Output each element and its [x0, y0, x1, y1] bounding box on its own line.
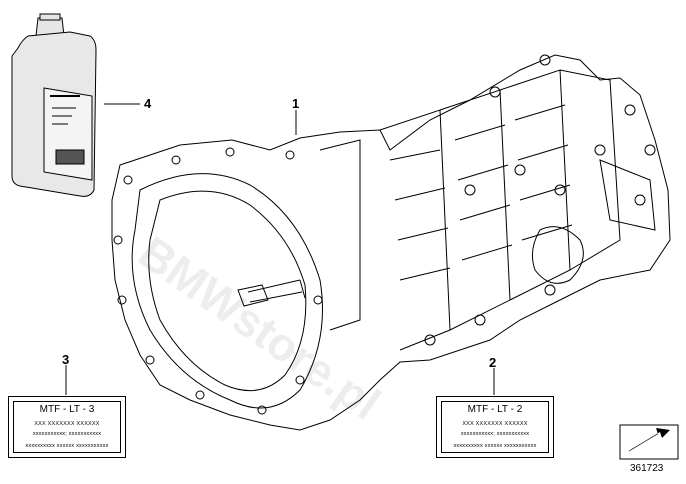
arrow-ref-icon	[619, 424, 679, 460]
transmission-drawing	[111, 54, 671, 431]
label-mtf-lt-3: MTF - LT - 3 XXX XXXXXXX XXXXXX xxxxxxxx…	[8, 396, 126, 458]
label-line-3: xxxxxxxxxx xxxxxx xxxxxxxxxxx	[25, 443, 109, 449]
label-title: MTF - LT - 2	[467, 404, 523, 415]
callout-number-1: 1	[292, 96, 300, 111]
callout-number-2: 2	[489, 355, 497, 370]
label-inner-border	[441, 401, 549, 453]
label-line-2: xxxxxxxxxxx; xxxxxxxxxxx	[460, 431, 530, 437]
label-line-1: XXX XXXXXXX XXXXXX	[34, 421, 100, 427]
label-line-2: xxxxxxxxxxx; xxxxxxxxxxx	[32, 431, 102, 437]
callout-number-4: 4	[144, 96, 152, 111]
label-line-1: XXX XXXXXXX XXXXXX	[462, 421, 528, 427]
label-line-3: xxxxxxxxxx xxxxxx xxxxxxxxxxx	[453, 443, 537, 449]
reference-number: 361723	[630, 463, 664, 474]
oil-bottle-icon	[11, 13, 97, 197]
label-title: MTF - LT - 3	[39, 404, 95, 415]
label-inner-border	[13, 401, 121, 453]
callout-number-3: 3	[62, 352, 70, 367]
label-mtf-lt-2: MTF - LT - 2 XXX XXXXXXX XXXXXX xxxxxxxx…	[436, 396, 554, 458]
